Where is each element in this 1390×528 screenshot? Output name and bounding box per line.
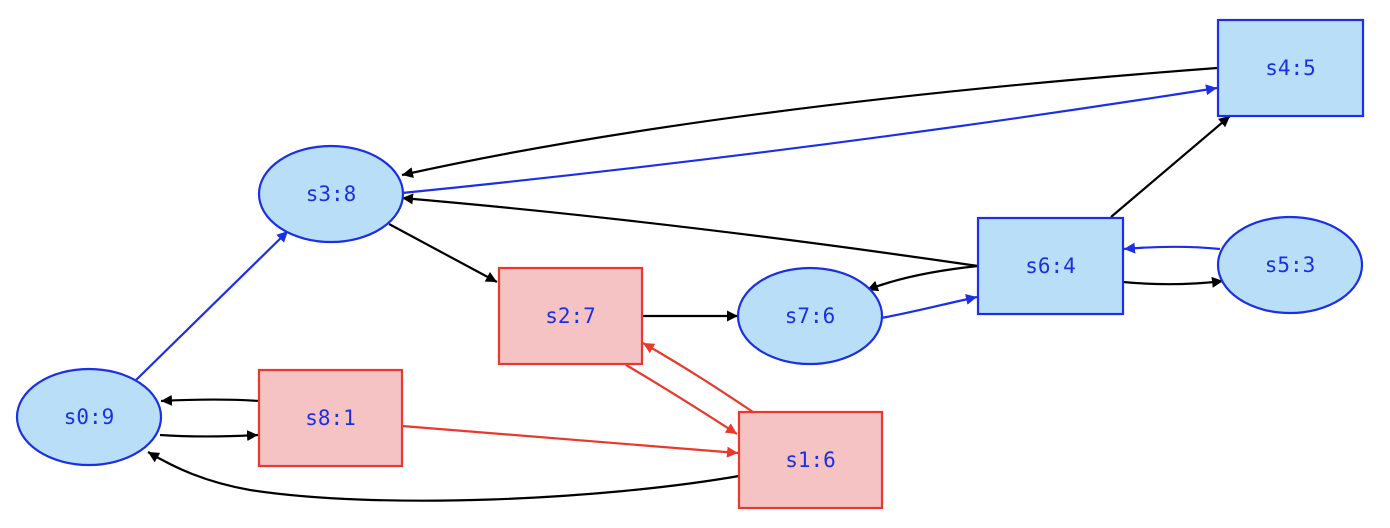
edge-s8-s0 [160,394,260,406]
node-s8-label: s8:1 [305,406,356,430]
edge-s2-s1 [625,364,738,435]
edge-s0-s3 [134,230,289,382]
node-s6-label: s6:4 [1025,254,1076,278]
node-s0-label: s0:9 [64,405,115,429]
node-s5-ellipse [1216,215,1364,315]
edge-s0-s8 [159,430,259,442]
edge-s3-s4 [401,84,1218,195]
edge-s6-s7 [866,264,979,292]
node-s8[interactable]: s8:1 [257,368,404,468]
node-s5-label: s5:3 [1265,253,1316,277]
node-s2[interactable]: s2:7 [497,266,644,366]
edge-s7-s6 [880,293,978,320]
node-s4-box [1216,18,1365,118]
node-s6-box [976,216,1125,316]
node-s3-ellipse [257,144,405,244]
node-s1[interactable]: s1:6 [737,410,884,510]
node-s5[interactable]: s5:3 [1216,215,1364,315]
node-s4-label: s4:5 [1265,56,1316,80]
edge-s1-s2 [642,342,754,413]
nodes: s0:9 s1:6 s2:7 s3:8 s4:5 s5:3 s6:4 s7:6 s8:1 [15,18,1365,510]
edge-s4-s3 [401,66,1218,178]
edges [134,66,1231,502]
node-s1-box [737,410,884,510]
node-s1-label: s1:6 [785,448,836,472]
node-s4[interactable]: s4:5 [1216,18,1365,118]
edge-s1-s0 [147,451,740,502]
edge-s3-s2 [388,223,498,283]
node-s2-label: s2:7 [545,304,596,328]
edge-s6-s4 [1110,115,1231,218]
node-s0-ellipse [15,367,163,467]
edge-s6-s5 [1122,276,1224,288]
node-s7-ellipse [736,266,884,366]
edge-s8-s1 [401,424,739,458]
node-s0[interactable]: s0:9 [15,367,163,467]
edge-s6-s3 [401,193,979,268]
edge-s5-s6 [1123,242,1221,254]
node-s2-box [497,266,644,366]
node-s7-label: s7:6 [785,304,836,328]
node-s6[interactable]: s6:4 [976,216,1125,316]
node-s7[interactable]: s7:6 [736,266,884,366]
node-s8-box [257,368,404,468]
node-s3[interactable]: s3:8 [257,144,405,244]
node-s3-label: s3:8 [306,182,357,206]
